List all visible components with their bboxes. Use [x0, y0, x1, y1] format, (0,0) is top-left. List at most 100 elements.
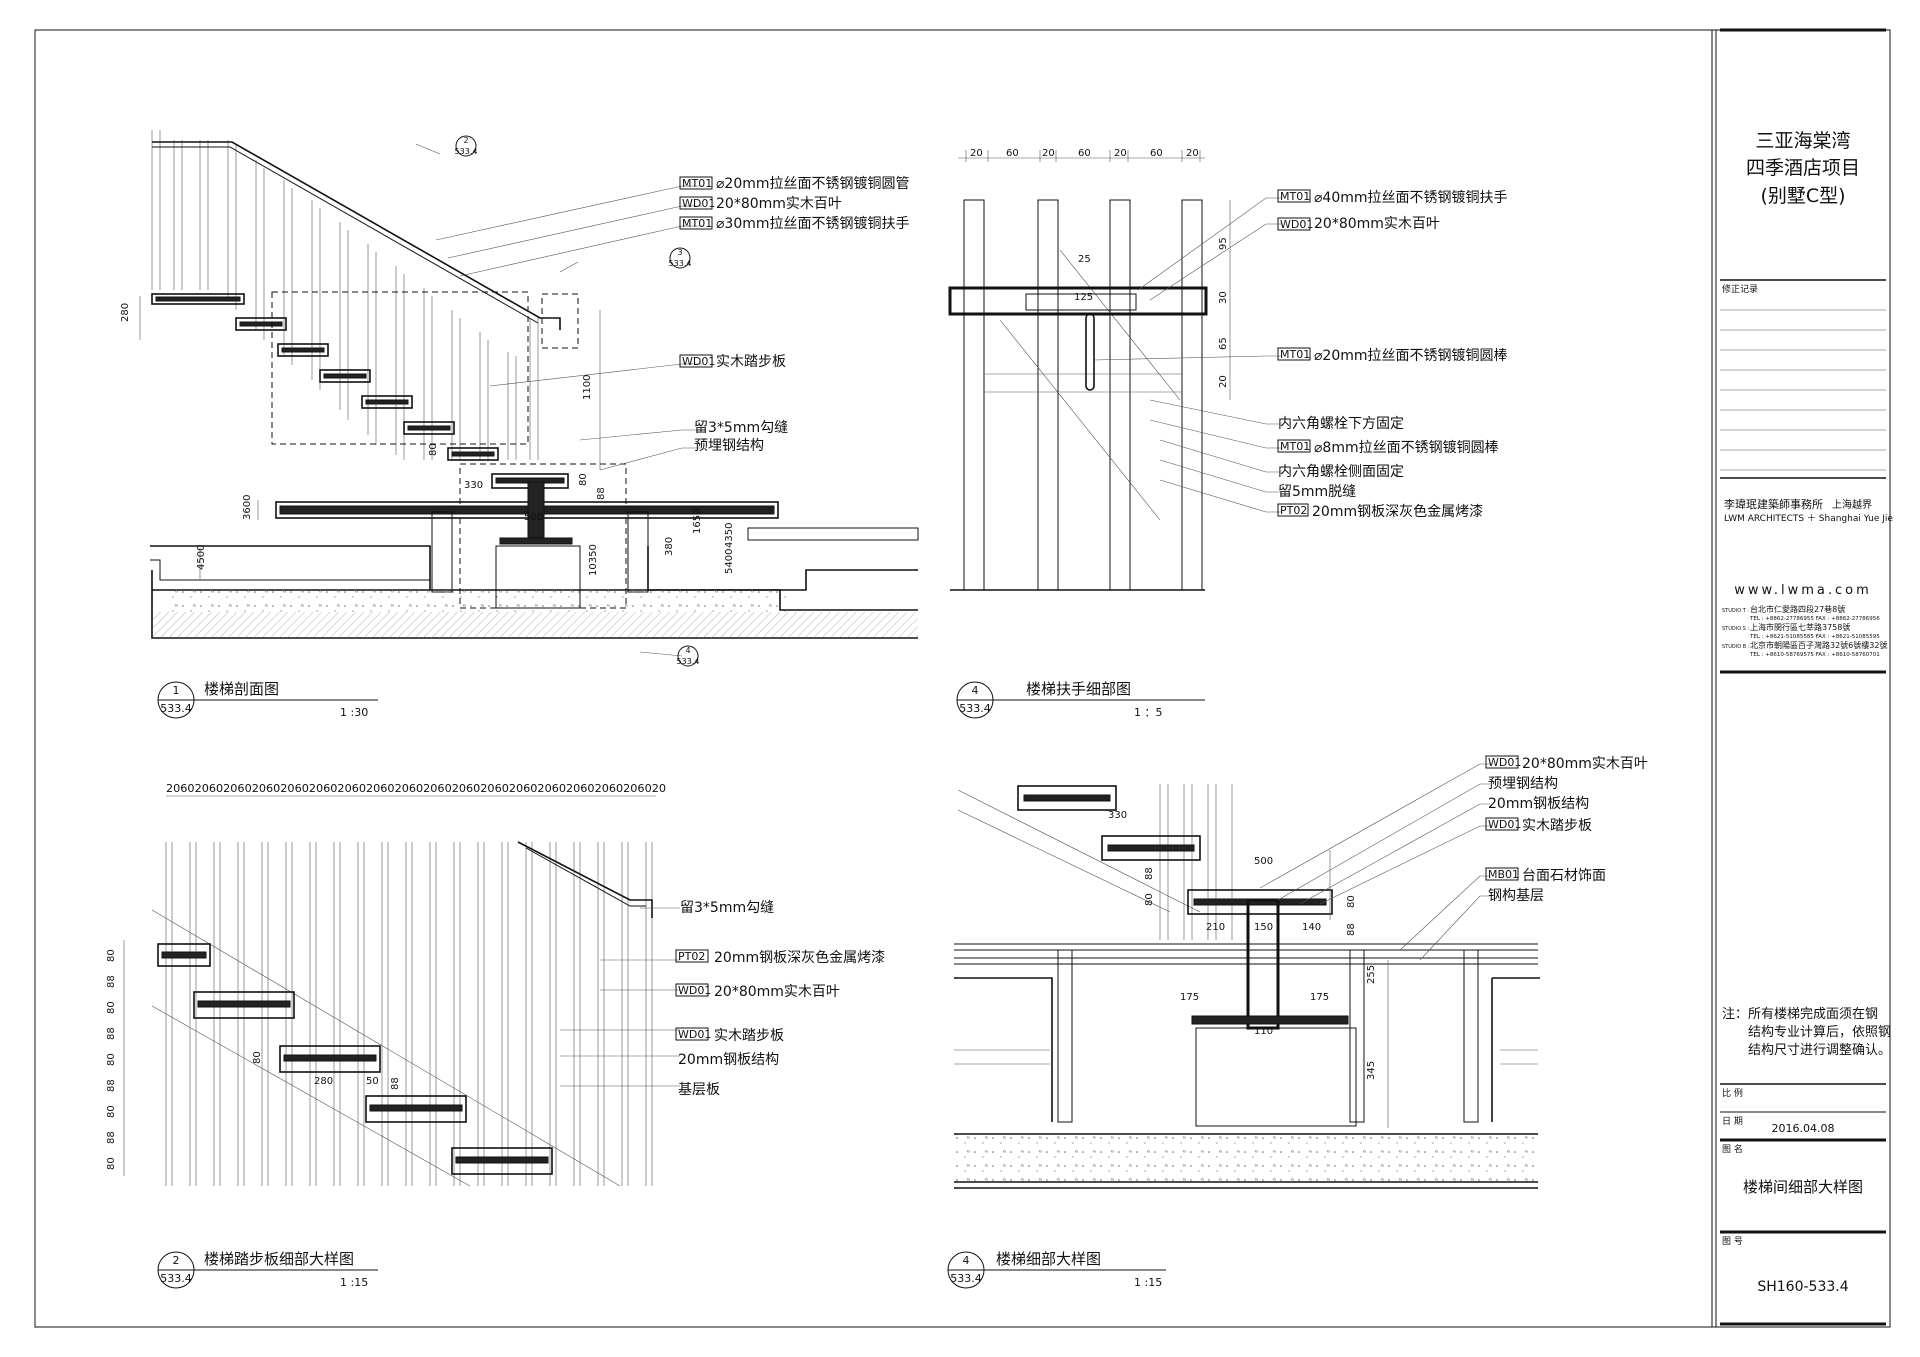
studio-s-name: STUDIO S :	[1722, 626, 1750, 632]
date-label: 日 期	[1722, 1116, 1743, 1127]
v1-callout-5-text: 留3*5mm勾缝	[694, 420, 788, 436]
studio-b-name: STUDIO B :	[1722, 644, 1750, 650]
v1-dim-5400: 5400	[724, 549, 735, 574]
sheet-border	[34, 29, 1891, 1328]
v3-callout-2-code: WD01	[1280, 218, 1313, 231]
view-title-3: 4 533.4 楼梯扶手细部图 1 ：5	[956, 680, 1205, 719]
revision-label: 修正记录	[1722, 283, 1758, 295]
v2-callout-4-text: 实木踏步板	[714, 1028, 784, 1044]
view-2-labels: 80 88 80 88 80 88 80 88 80 80 280 50 88 …	[106, 900, 885, 1170]
v2-left-dim-8: 88	[106, 1131, 117, 1144]
v2-callout-1-text: 留3*5mm勾缝	[680, 900, 774, 916]
view-4-stair-detail	[954, 763, 1540, 1189]
view-3-sheet: 533.4	[959, 702, 991, 715]
firm-name-cn: 李瑋珉建築師事務所	[1724, 497, 1823, 511]
v4-callout-6-text: 钢构基层	[1488, 887, 1544, 904]
view-3-handrail-detail	[948, 150, 1282, 591]
view-1-sheet: 533.4	[160, 702, 192, 715]
view-2-scale: 1 :15	[340, 1276, 368, 1289]
ref-4-num: 4	[685, 646, 690, 655]
v1-dim-10350: 10350	[588, 544, 599, 576]
v3-callout-6-text: 内六角螺栓侧面固定	[1278, 464, 1404, 480]
v4-dim-345: 345	[1366, 1061, 1377, 1080]
v4-dim-150: 150	[1254, 922, 1273, 933]
v4-callout-5-text: 台面石材饰面	[1522, 868, 1606, 884]
project-line-3: (别墅C型)	[1760, 185, 1845, 207]
balusters	[151, 130, 539, 460]
v1-dim-3600: 3600	[242, 495, 253, 520]
v4-dim-175b: 175	[1310, 992, 1329, 1003]
v1-callout-1-text: ⌀20mm拉丝面不锈钢镀铜圆管	[716, 175, 910, 192]
v1-callout-3-code: MT01	[682, 217, 712, 230]
view-4-labels: 330 500 88 80 210 150 140 80 88 175 110 …	[1108, 755, 1648, 1080]
note-line-3: 结构尺寸进行调整确认。	[1748, 1043, 1891, 1058]
v3-dim-top-6: 60	[1150, 148, 1163, 159]
view-4-scale: 1 :15	[1134, 1276, 1162, 1289]
v2-left-dim-9: 80	[106, 1157, 117, 1170]
v3-dim-top-3: 20	[1042, 148, 1055, 159]
v4-dim-80b: 80	[1346, 895, 1357, 908]
studio-t-addr: 台北市仁愛路四段27巷8號	[1750, 604, 1845, 614]
v2-dim-88: 88	[390, 1077, 401, 1090]
scale-label: 比 例	[1722, 1087, 1743, 1099]
view-1-num: 1	[173, 684, 180, 697]
v4-dim-140: 140	[1302, 922, 1321, 933]
note-line-1: 注：所有楼梯完成面须在钢	[1722, 1007, 1878, 1022]
firm-name-cn-2: 上海越界	[1832, 498, 1872, 511]
v1-dim-500: 500	[524, 512, 543, 523]
v4-callout-3-text: 20mm钢板结构	[1488, 796, 1589, 812]
view-2-title: 楼梯踏步板细部大样图	[204, 1250, 354, 1268]
v2-callout-5-text: 20mm钢板结构	[678, 1052, 779, 1068]
v3-dim-top-5: 20	[1114, 148, 1127, 159]
v2-callout-3-code: WD01	[678, 984, 711, 997]
drawing-no-label: 图 号	[1722, 1236, 1743, 1247]
v4-callout-4-code: WD01	[1488, 818, 1521, 831]
view-2-sheet: 533.4	[160, 1272, 192, 1285]
v3-callout-8-code: PT02	[1280, 504, 1307, 517]
view-2-tread-detail: 2060206020602060206020602060206020602060…	[123, 784, 680, 1187]
v3-callout-1-code: MT01	[1280, 190, 1310, 203]
v1-callout-2-code: WD01	[682, 197, 715, 210]
v4-dim-110: 110	[1254, 1026, 1273, 1037]
v3-dim-r4: 20	[1218, 375, 1229, 388]
studio-s-tel: TEL : +8621-51085585 FAX : +8621-5108559…	[1749, 634, 1880, 640]
view-4-num: 4	[963, 1254, 970, 1267]
firm-name-en: LWM ARCHITECTS ＋ Shanghai Yue Jie	[1724, 513, 1893, 524]
ref-3-num: 3	[677, 248, 682, 257]
studio-b-tel: TEL : +8610-58769575 FAX : +8610-5876070…	[1749, 652, 1880, 658]
v4-dim-88a: 88	[1144, 867, 1155, 880]
v3-dim-r3: 65	[1218, 337, 1229, 350]
v3-dim-top-4: 60	[1078, 148, 1091, 159]
v3-callout-3-code: MT01	[1280, 348, 1310, 361]
v2-left-dim-3: 80	[106, 1001, 117, 1014]
v3-callout-3-text: ⌀20mm拉丝面不锈钢镀铜圆棒	[1314, 347, 1508, 364]
v3-callout-8-text: 20mm钢板深灰色金属烤漆	[1312, 503, 1483, 520]
studio-t-tel: TEL : +8862-27786955 FAX : +8862-2778695…	[1749, 616, 1880, 622]
v1-callout-3-text: ⌀30mm拉丝面不锈钢镀铜扶手	[716, 215, 910, 232]
firm-website[interactable]: www.lwma.com	[1734, 583, 1872, 598]
v1-callout-6-text: 预埋钢结构	[694, 438, 764, 454]
v3-dim-top-7: 20	[1186, 148, 1199, 159]
note-line-2: 结构专业计算后，依照钢	[1748, 1025, 1891, 1040]
view-title-1: 1 533.4 楼梯剖面图 1 :30	[157, 680, 378, 719]
view-title-2: 2 533.4 楼梯踏步板细部大样图 1 :15	[157, 1250, 378, 1289]
v2-callout-2-text: 20mm钢板深灰色金属烤漆	[714, 949, 885, 966]
v1-callout-1-code: MT01	[682, 177, 712, 190]
studio-b-addr: 北京市朝陽區百子灣路32號6號樓32號	[1750, 640, 1887, 650]
v3-callout-2-text: 20*80mm实木百叶	[1314, 216, 1440, 232]
v3-dim-r1: 95	[1218, 237, 1229, 250]
v1-dim-380: 380	[664, 537, 675, 556]
view-3-labels: 20 60 20 60 20 60 20 25 125 95 30 65 20 …	[970, 148, 1508, 520]
v2-callout-2-code: PT02	[678, 950, 705, 963]
v2-left-dim-2: 88	[106, 975, 117, 988]
v2-dim-280: 280	[314, 1076, 333, 1087]
view-4-title: 楼梯细部大样图	[996, 1250, 1101, 1268]
v1-dim-1100: 1100	[582, 375, 593, 400]
v1-callout-4-text: 实木踏步板	[716, 354, 786, 370]
v2-left-dim-5: 80	[106, 1053, 117, 1066]
v3-callout-5-text: ⌀8mm拉丝面不锈钢镀铜圆棒	[1314, 439, 1499, 456]
v2-left-dim-7: 80	[106, 1105, 117, 1118]
drawing-no: SH160-533.4	[1757, 1279, 1848, 1295]
v1-dim-4500: 4500	[196, 545, 207, 570]
